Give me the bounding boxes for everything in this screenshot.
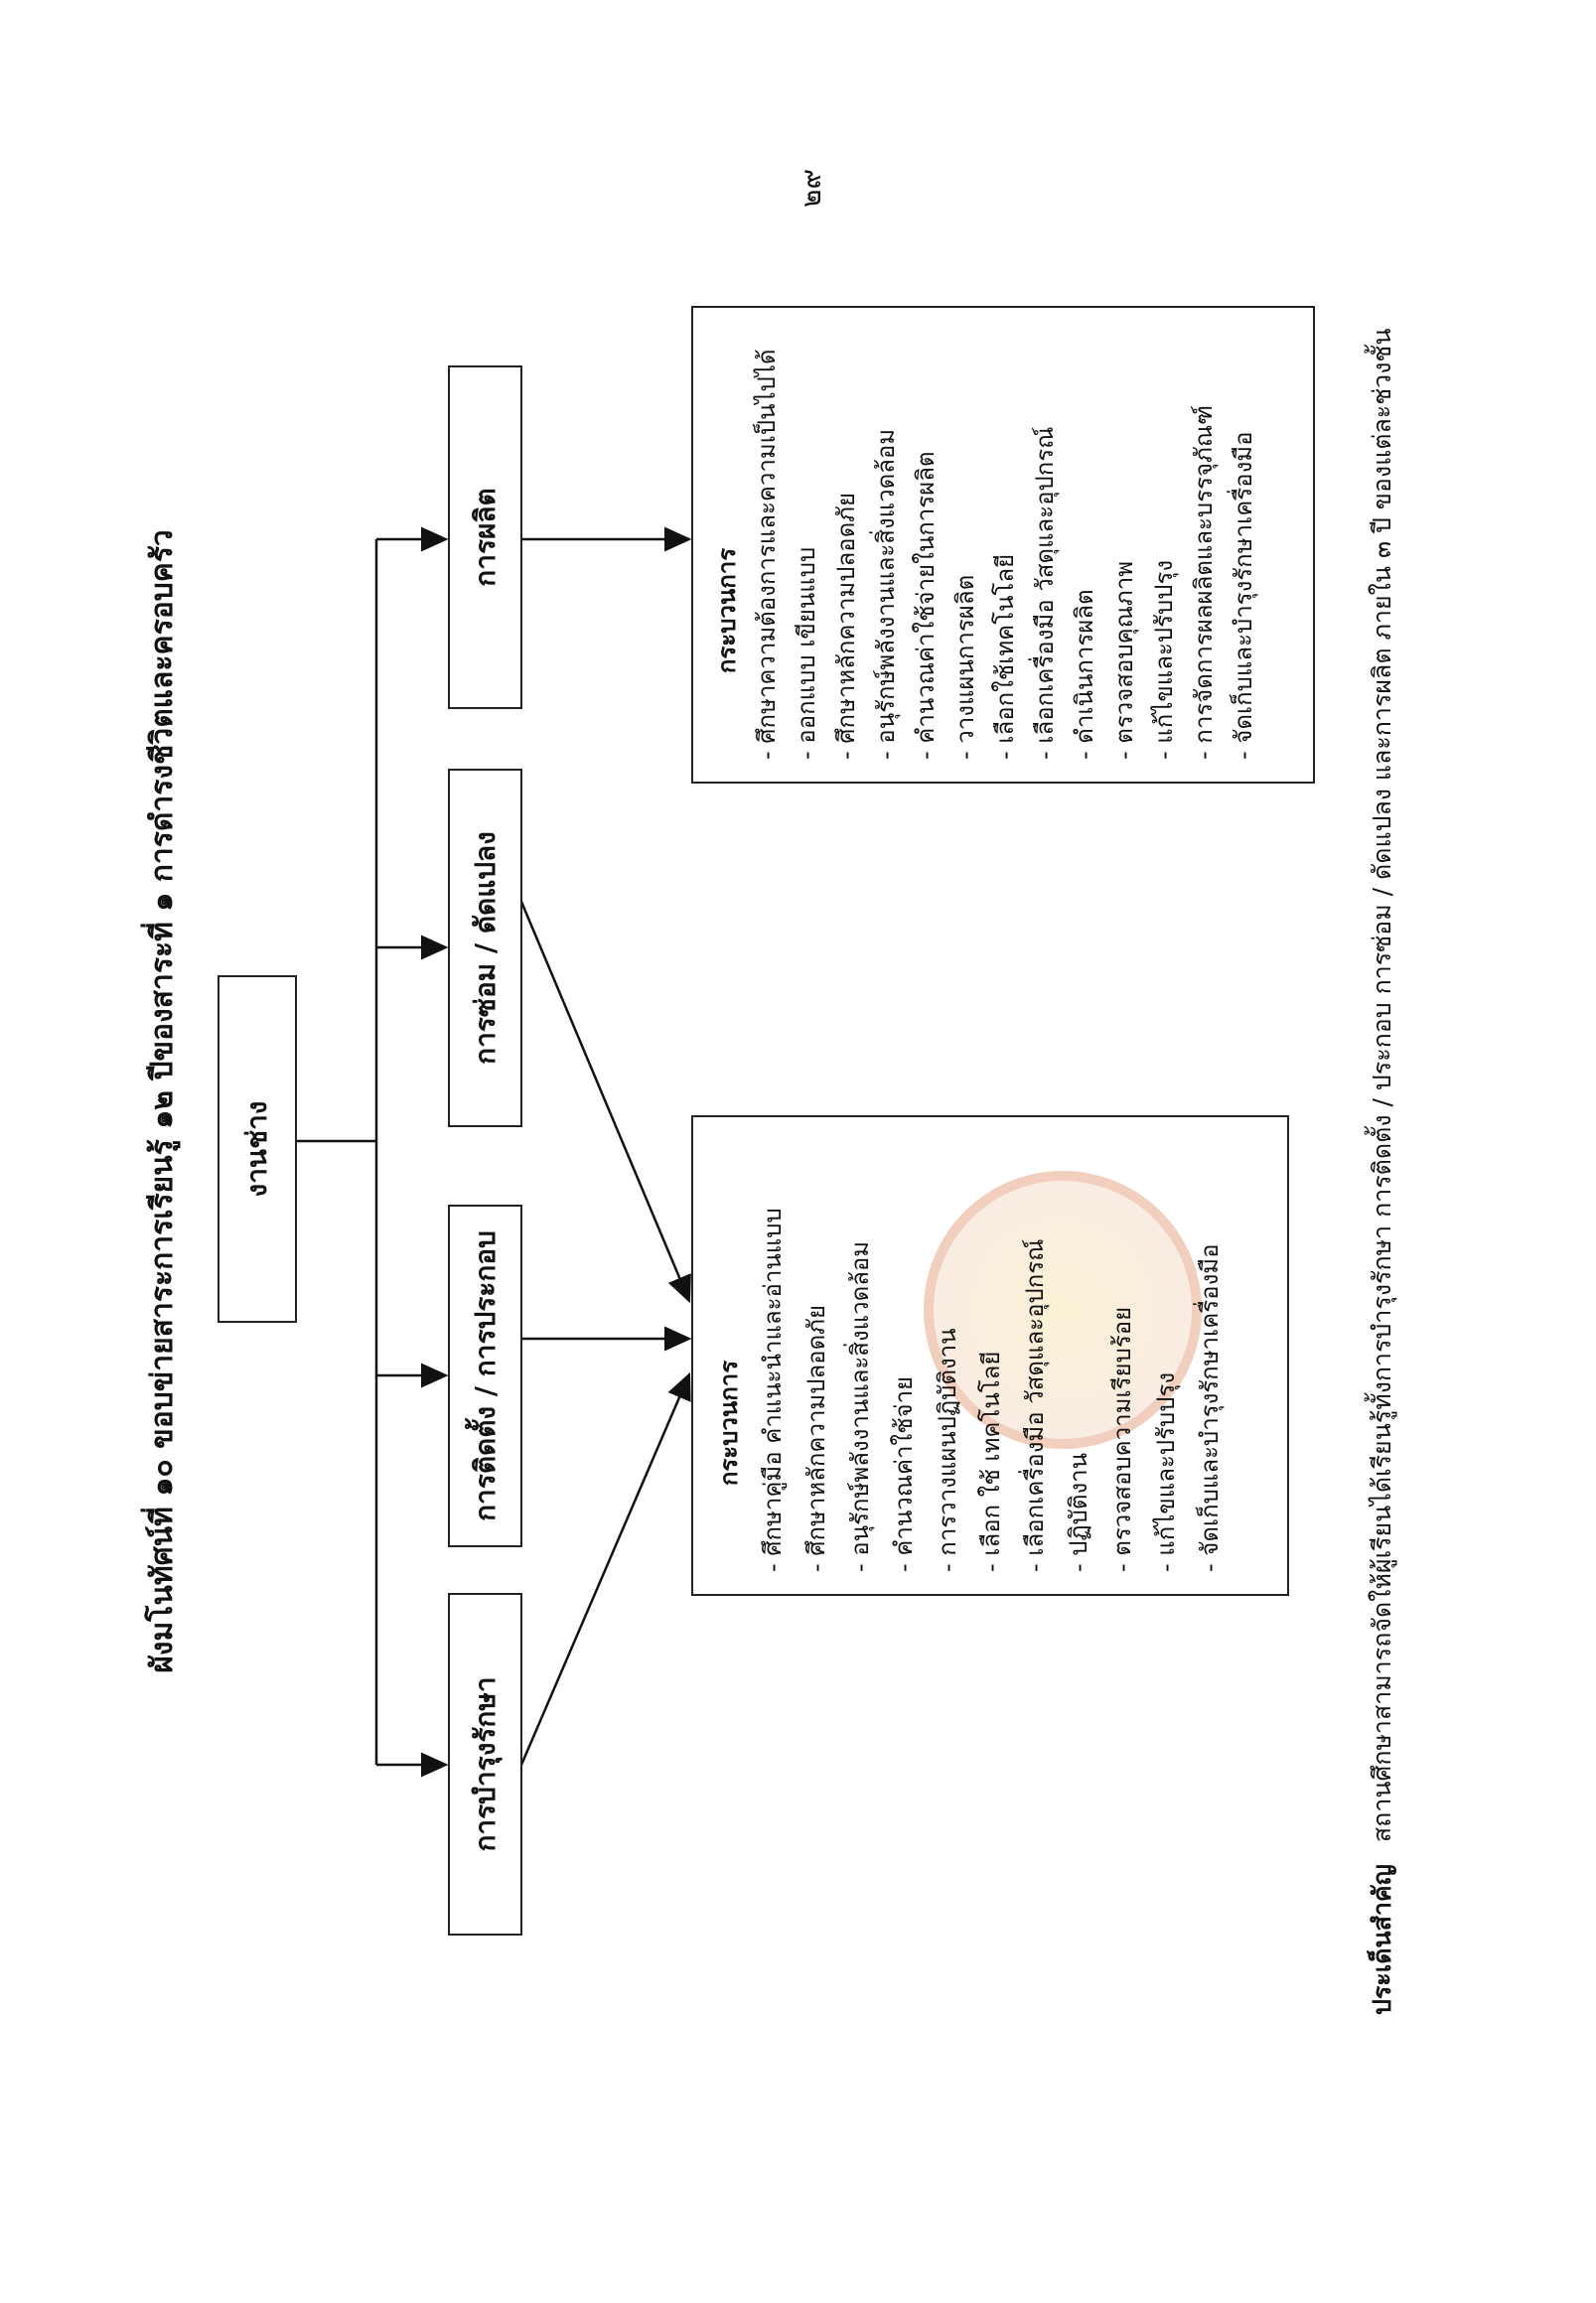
production-process-box: กระบวนการ - ศึกษาความต้องการและความเป็นไ… xyxy=(691,306,1315,784)
list-item: - การจัดการผลผลิตและบรรจุภัณฑ์ xyxy=(1190,404,1218,760)
list-item: - เลือกเครื่องมือ วัสดุและอุปกรณ์ xyxy=(1031,426,1059,760)
list-item: - ศึกษาความต้องการและความเป็นไปได้ xyxy=(753,349,781,761)
key-point-text: สถานศึกษาสามารถจัดให้ผู้เรียนได้เรียนรู้… xyxy=(1368,328,1396,1843)
arrow-repair-process xyxy=(519,901,691,1304)
list-item: - ตรวจสอบความเรียบร้อย xyxy=(1108,1306,1136,1572)
list-item: - เลือกใช้เทคโนโลยี xyxy=(991,553,1019,760)
branch-production: การผลิต xyxy=(448,365,522,709)
list-item: - เลือกเครื่องมือ วัสดุและอุปกรณ์ xyxy=(1021,1238,1049,1572)
list-item: - วางแผนการผลิต xyxy=(951,574,979,760)
list-item: - ศึกษาหลักความปลอดภัย xyxy=(832,492,860,760)
shared-process-box: กระบวนการ - ศึกษาคู่มือ คำแนะนำและอ่านแบ… xyxy=(691,1115,1289,1596)
list-item: - คำนวณค่าใช้จ่ายในการผลิต xyxy=(912,451,940,761)
list-item: - แก้ไขและปรับปรุง xyxy=(1152,1371,1180,1572)
process-heading: กระบวนการ xyxy=(713,547,741,674)
arrow-maintenance-process xyxy=(519,1371,691,1766)
list-item: - ศึกษาคู่มือ คำแนะนำและอ่านแบบ xyxy=(759,1208,787,1572)
process-heading: กระบวนการ xyxy=(715,1360,743,1487)
branch-maintenance: การบำรุงรักษา xyxy=(448,1593,522,1936)
key-point-label: ประเด็นสำคัญ xyxy=(1368,1864,1396,2015)
list-item: - คำนวณค่าใช้จ่าย xyxy=(890,1375,918,1572)
list-item: - ออกแบบ เขียนแบบ xyxy=(793,546,820,760)
list-item: - ปฏิบัติงาน xyxy=(1065,1452,1092,1572)
branch-repair: การซ่อม / ดัดแปลง xyxy=(448,769,522,1127)
list-item: - ดำเนินการผลิต xyxy=(1071,589,1098,760)
key-point-note: ประเด็นสำคัญ สถานศึกษาสามารถจัดให้ผู้เรีย… xyxy=(1363,329,1402,2015)
list-item: - การวางแผนปฏิบัติงาน xyxy=(934,1328,961,1572)
list-item: - อนุรักษ์พลังงานและสิ่งแวดล้อม xyxy=(846,1240,874,1572)
list-item: - เลือก ใช้ เทคโนโลยี xyxy=(977,1351,1005,1572)
list-item: - จัดเก็บและบำรุงรักษาเครื่องมือ xyxy=(1230,431,1257,760)
root-node: งานช่าง xyxy=(218,975,297,1323)
list-item: - จัดเก็บและบำรุงรักษาเครื่องมือ xyxy=(1196,1243,1224,1572)
branch-installation: การติดตั้ง / การประกอบ xyxy=(448,1205,522,1547)
list-item: - อนุรักษ์พลังงานและสิ่งแวดล้อม xyxy=(872,428,900,760)
list-item: - ตรวจสอบคุณภาพ xyxy=(1110,560,1138,760)
list-item: - ศึกษาหลักความปลอดภัย xyxy=(802,1304,830,1572)
list-item: - แก้ไขและปรับปรุง xyxy=(1150,559,1178,760)
